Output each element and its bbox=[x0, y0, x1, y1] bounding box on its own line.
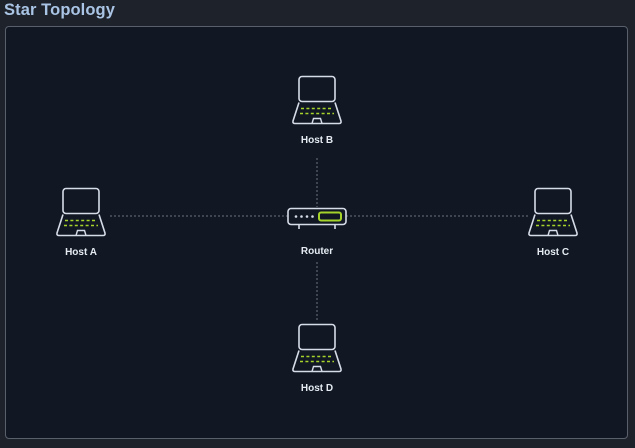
node-label: Host A bbox=[65, 247, 97, 258]
node-host-b[interactable]: Host B bbox=[277, 75, 357, 146]
diagram-canvas bbox=[5, 26, 628, 439]
node-host-d[interactable]: Host D bbox=[277, 323, 357, 394]
node-router[interactable]: Router bbox=[277, 205, 357, 257]
page-title: Star Topology bbox=[4, 1, 115, 19]
laptop-icon bbox=[528, 187, 578, 237]
node-label: Host B bbox=[300, 135, 334, 146]
laptop-icon bbox=[292, 323, 342, 373]
node-host-c[interactable]: Host C bbox=[513, 187, 593, 258]
node-label: Host D bbox=[300, 383, 334, 394]
router-icon bbox=[287, 207, 347, 229]
node-label: Host C bbox=[536, 247, 570, 258]
laptop-icon bbox=[292, 75, 342, 125]
node-host-a[interactable]: Host A bbox=[41, 187, 121, 258]
node-label: Router bbox=[300, 246, 334, 257]
laptop-icon bbox=[56, 187, 106, 237]
